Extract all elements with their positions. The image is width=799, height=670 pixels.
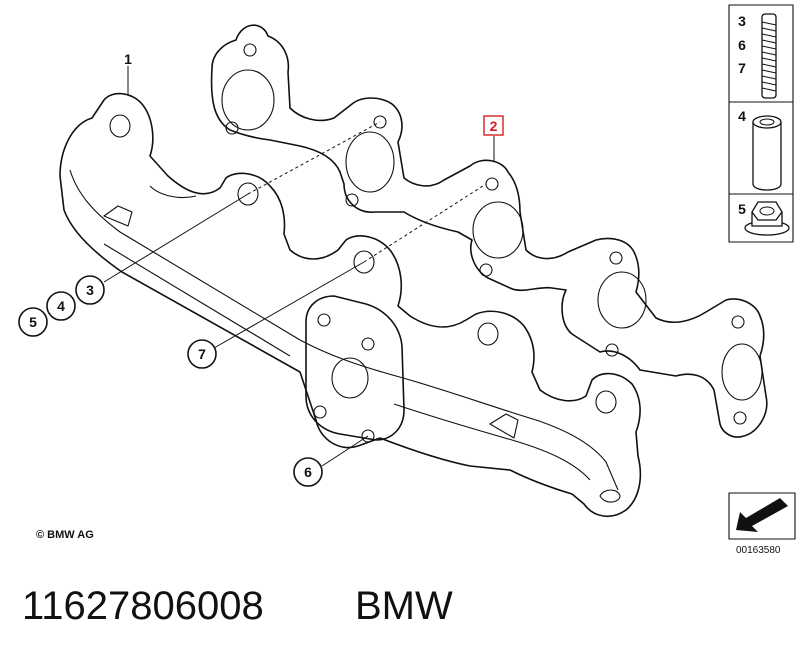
callout-2-label: 2 (490, 118, 498, 134)
flange-nut-icon (744, 201, 790, 236)
callout-1: 1 (124, 51, 132, 67)
callout-5-label: 5 (29, 314, 37, 330)
stud-label-7: 7 (738, 60, 746, 76)
nut-label-5: 5 (738, 201, 746, 217)
callout-4-label: 4 (57, 298, 65, 314)
stud-label-6: 6 (738, 37, 746, 53)
callout-4: 4 (46, 291, 76, 321)
callout-6-label: 6 (304, 464, 312, 480)
direction-arrow-box (728, 492, 796, 540)
diagram-number: 00163580 (736, 545, 781, 556)
part-number: 11627806008 (22, 584, 264, 628)
spacer-label-4: 4 (738, 108, 746, 124)
callout-3: 3 (75, 275, 105, 305)
brand-name: BMW (355, 584, 453, 628)
spacer-sleeve-icon (752, 115, 782, 191)
leader-lines (103, 66, 495, 467)
arrow-icon (736, 498, 788, 532)
callout-1-label: 1 (124, 51, 132, 67)
callout-3-label: 3 (86, 282, 94, 298)
stud-label-3: 3 (738, 13, 746, 29)
callout-7-label: 7 (198, 346, 206, 362)
exhaust-manifold (59, 92, 642, 517)
callout-2-highlight-box (483, 115, 504, 136)
callout-2: 2 (483, 115, 504, 136)
hardware-side-panel: 3 6 7 4 5 (728, 4, 794, 243)
copyright-text: © BMW AG (36, 529, 94, 541)
callout-5: 5 (18, 307, 48, 337)
callout-7: 7 (187, 339, 217, 369)
manifold-gasket (210, 24, 768, 438)
stud-icon (761, 13, 777, 99)
callout-6: 6 (293, 457, 323, 487)
